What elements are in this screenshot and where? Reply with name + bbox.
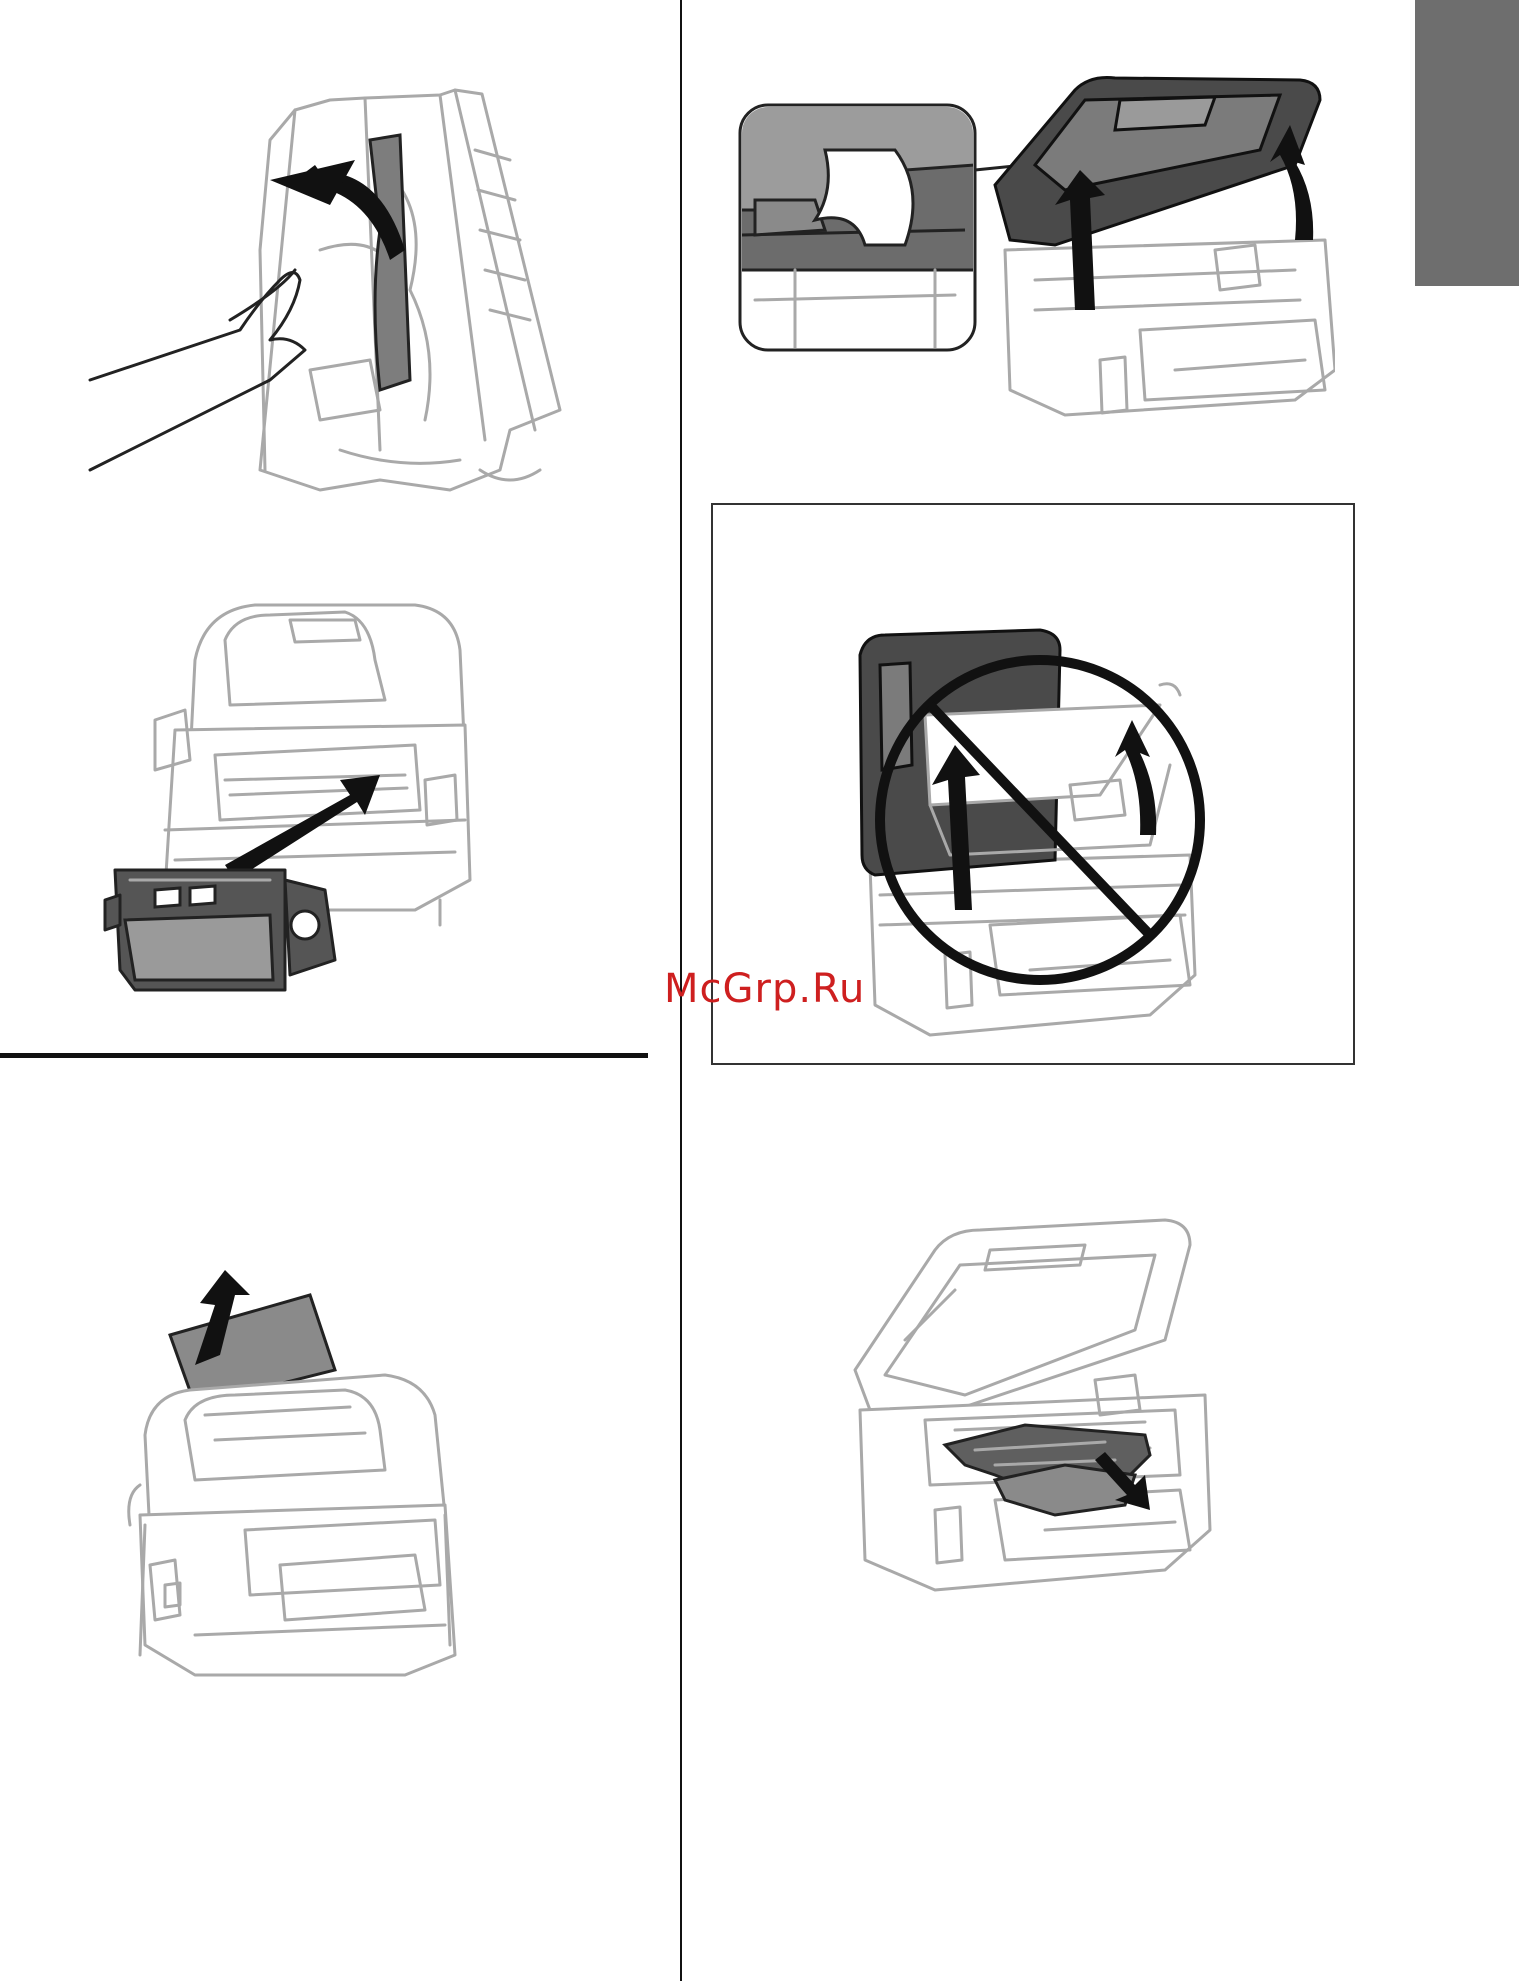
section-tab-marker (1415, 0, 1519, 286)
figure-reinsert-rear-unit (95, 580, 565, 1010)
figure-lift-scanner-unit (735, 70, 1335, 470)
figure-pull-paper-rear-feeder (125, 1255, 525, 1685)
watermark-text: McGrp.Ru (664, 966, 865, 1012)
figure-remove-paper-inside (845, 1210, 1225, 1630)
figure-do-not-open-with-cover (850, 625, 1230, 1045)
section-divider-rule (0, 1053, 648, 1058)
figure-remove-paper-rear-unit (80, 50, 580, 500)
